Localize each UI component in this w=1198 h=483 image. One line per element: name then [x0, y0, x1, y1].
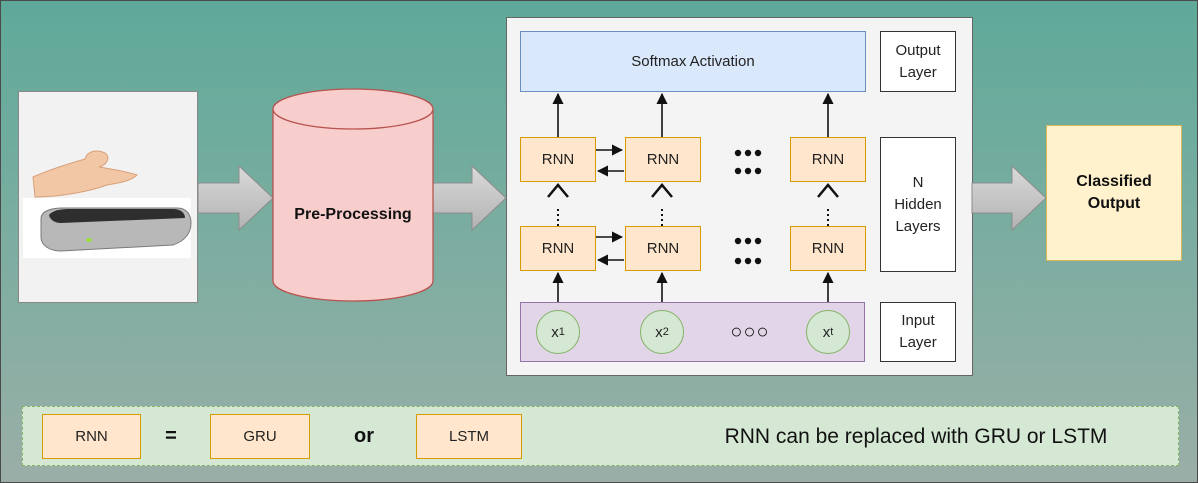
- block-arrow-icon: [431, 164, 507, 232]
- rnn-cell: RNN: [790, 137, 866, 182]
- classified-output-box: Classified Output: [1046, 125, 1182, 261]
- rnn-cell: RNN: [625, 226, 701, 271]
- ellipsis-dots-icon: [723, 141, 773, 181]
- preprocessing-label: Pre-Processing: [294, 206, 412, 223]
- legend-equals: =: [165, 425, 177, 447]
- rnn-cell: RNN: [520, 137, 596, 182]
- input-layer-label: Input Layer: [880, 302, 956, 362]
- block-arrow-icon: [197, 164, 274, 232]
- legend-gru-box: GRU: [210, 414, 310, 459]
- legend-lstm-box: LSTM: [416, 414, 522, 459]
- output-layer-label: Output Layer: [880, 31, 956, 92]
- softmax-activation-box: Softmax Activation: [520, 31, 866, 92]
- rnn-cell: RNN: [625, 137, 701, 182]
- rnn-cell: RNN: [520, 226, 596, 271]
- hand-over-sensor-illustration: [23, 150, 192, 258]
- legend-rnn-box: RNN: [42, 414, 141, 459]
- database-cylinder-icon: [272, 88, 434, 302]
- legend-note: RNN can be replaced with GRU or LSTM: [724, 424, 1108, 448]
- input-ellipsis: ○○○: [730, 320, 770, 343]
- hidden-layers-label: N Hidden Layers: [880, 137, 956, 272]
- ellipsis-dots-icon: [723, 230, 773, 270]
- rnn-cell: RNN: [790, 226, 866, 271]
- legend-or: or: [354, 425, 374, 447]
- block-arrow-icon: [971, 164, 1047, 232]
